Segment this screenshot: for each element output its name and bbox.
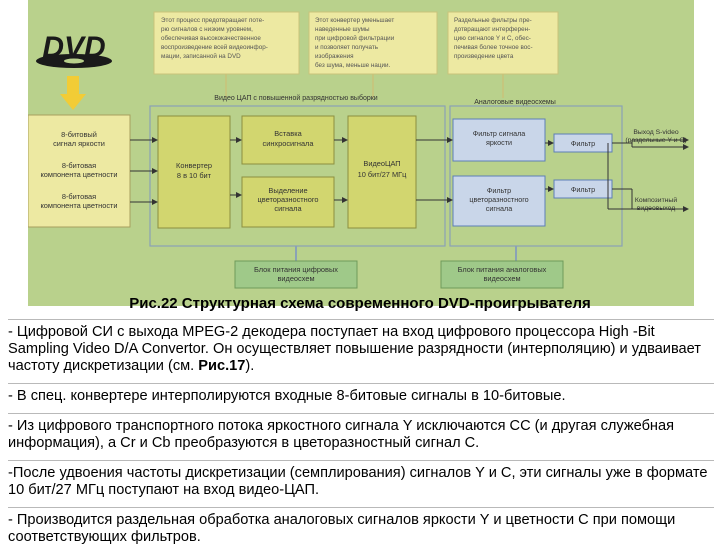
filter-2-label: Фильтр	[571, 185, 595, 194]
analog-panel	[449, 105, 623, 247]
divider	[8, 507, 714, 508]
n2-line: наведенные шумы	[315, 26, 370, 33]
ext-line: сигнала	[274, 204, 302, 213]
paragraphs: - Цифровой СИ с выхода MPEG-2 декодера п…	[8, 319, 714, 554]
analog-group-title: Аналоговые видеосхемы	[474, 99, 556, 106]
in3-line: компонента цветности	[40, 201, 117, 210]
figure-caption: Рис.22 Структурная схема современного DV…	[129, 295, 591, 312]
in1-line: сигнал яркости	[53, 139, 105, 148]
divider	[8, 460, 714, 461]
n3-line: цию сигналов Y и C, обес-	[454, 34, 531, 42]
note-3-text: Раздельные фильтры пре-дотвращают интерф…	[454, 17, 533, 60]
dvd-logo: DVD	[36, 31, 112, 68]
paragraph-5: - Производится раздельная обработка анал…	[8, 512, 676, 545]
dac-block	[347, 115, 417, 229]
fc-line: цветоразностного	[469, 195, 528, 204]
in2-line: 8-битовая	[62, 161, 96, 170]
filter-c-block	[452, 175, 546, 227]
n1-line: мации, записанной на DVD	[161, 52, 241, 60]
n3-line: произведение цвета	[454, 53, 514, 60]
fy-line: Фильтр сигнала	[473, 129, 526, 138]
connectors	[130, 137, 689, 212]
fy-line: яркости	[486, 138, 512, 147]
sync-line: синхросигнала	[263, 139, 315, 148]
n2-line: при цифровой фильтрации	[315, 34, 395, 42]
paragraph-1: - Цифровой СИ с выхода MPEG-2 декодера п…	[8, 324, 701, 374]
filter-1-label: Фильтр	[571, 139, 595, 148]
n3-line: дотвращают интерферен-	[454, 26, 530, 33]
s-video-output-label: Выход S-video(раздельные Y и C)	[625, 129, 686, 144]
conv-line: 8 в 10 бит	[177, 171, 212, 180]
divider	[8, 413, 714, 414]
dac-line: ВидеоЦАП	[363, 159, 400, 168]
converter-block	[157, 115, 231, 229]
divider	[8, 319, 714, 320]
pa-line: видеосхем	[483, 274, 520, 283]
n2-line: Этот конвертер уменьшает	[315, 17, 394, 24]
os-line: Выход S-video	[633, 129, 678, 136]
input-arrow-icon	[60, 76, 86, 110]
n3-line: Раздельные фильтры пре-	[454, 17, 532, 24]
paragraph-3: - Из цифрового транспортного потока ярко…	[8, 418, 675, 451]
in1-line: 8-битовый	[61, 130, 97, 139]
n1-line: обеспечивая высококачественное	[161, 34, 261, 42]
paragraph-2: - В спец. конвертере интерполируются вхо…	[8, 388, 566, 404]
fc-line: сигнала	[486, 204, 512, 213]
filter-y-block	[452, 118, 546, 162]
paragraph-4: -После удвоения частоты дискретизации (с…	[8, 465, 708, 498]
note-box-3	[447, 11, 559, 75]
in2-line: компонента цветности	[40, 170, 117, 179]
input-block	[28, 114, 131, 228]
divider	[8, 383, 714, 384]
sync-line: Вставка	[274, 129, 302, 138]
logo-text: DVD	[42, 31, 105, 64]
psu-digital-block	[234, 260, 358, 289]
n1-line: воспроизведение всей видеоинфор-	[161, 43, 268, 51]
n2-line: и позволяет получать	[315, 44, 379, 51]
n3-line: печивая более точное вос-	[454, 43, 533, 51]
dac-panel	[149, 105, 446, 247]
in3-line: 8-битовая	[62, 192, 96, 201]
n2-line: без шума, меньше нации.	[315, 61, 391, 69]
fc-line: Фильтр	[487, 186, 511, 195]
n1-line: рю сигналов с низким уровнем,	[161, 26, 253, 33]
dac-label: ВидеоЦАП 10 бит/27 МГц	[358, 159, 408, 179]
pa-line: Блок питания аналоговых	[458, 265, 547, 274]
n2-line: изображения	[315, 52, 354, 60]
block-diagram: DVD Этот процесс предотвращает поте-рю с…	[28, 0, 694, 306]
n1-line: Этот процесс предотвращает поте-	[161, 17, 264, 24]
oc-line: Композитный	[635, 196, 677, 204]
conv-line: Конвертер	[176, 161, 212, 170]
note-1-text: Этот процесс предотвращает поте-рю сигна…	[161, 17, 268, 60]
ext-line: Выделение	[268, 186, 307, 195]
pd-line: Блок питания цифровых	[254, 265, 338, 274]
ext-line: цветоразностного	[258, 195, 319, 204]
psu-analog-block	[440, 260, 564, 289]
note-box-2	[308, 11, 438, 75]
dac-group-title: Видео ЦАП с повышенной разрядностью выбо…	[214, 94, 378, 102]
note-box-1	[153, 11, 300, 75]
extract-block	[241, 176, 335, 228]
dac-line: 10 бит/27 МГц	[358, 170, 408, 179]
pd-line: видеосхем	[277, 274, 314, 283]
